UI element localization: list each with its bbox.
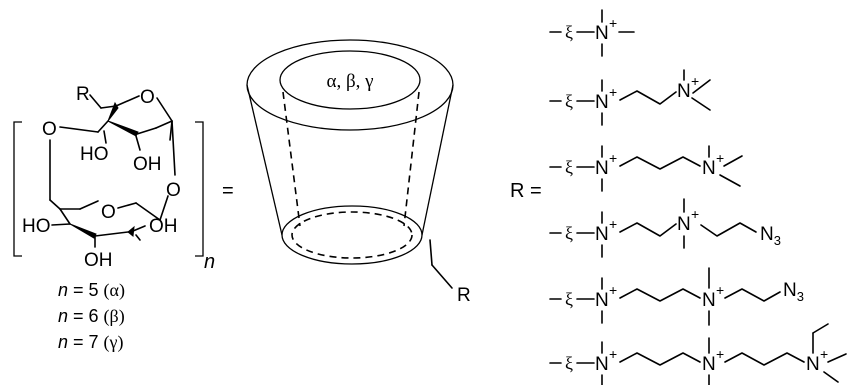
cup-bottom-front [281, 234, 423, 265]
oh-label-lower-1: OH [84, 250, 113, 271]
substituent-3: ξ N + N + [549, 145, 743, 192]
squiggle-2: ξ [565, 91, 573, 111]
n-value-list: n = 5 (α) n = 6 (β) n = 7 (γ) [58, 280, 125, 353]
cup-inner-rim [279, 50, 421, 110]
n-charge-4a: + [609, 216, 617, 232]
cup-r-label: R [457, 285, 471, 306]
r-label-monomer: R [76, 84, 90, 105]
oh-label-lower-2: OH [149, 216, 178, 237]
n-atom-6b: N [702, 354, 716, 375]
n-atom-4a: N [595, 224, 609, 245]
n-atom-3a: N [595, 158, 609, 179]
cup-inner-bottom [291, 211, 413, 259]
n-charge-6c: + [820, 346, 828, 362]
cup-r-bond-2 [431, 264, 453, 289]
right-bracket [195, 121, 204, 257]
n-charge-6b: + [716, 346, 724, 362]
substituent-5: ξ N + N + N3 [549, 267, 804, 326]
cup-r-bond-1 [429, 239, 433, 266]
squiggle-3: ξ [565, 157, 573, 177]
glycosidic-oxygen-left: O [42, 119, 57, 140]
squiggle-1: ξ [565, 22, 573, 42]
ring-oxygen-lower: O [101, 202, 116, 223]
r-equals-label: R = [510, 180, 542, 202]
n-charge-1: + [609, 15, 617, 31]
n-atom-4b: N [677, 214, 691, 235]
ho-label-upper: HO [80, 144, 109, 165]
n-atom-5b: N [702, 290, 716, 311]
n-charge-3b: + [716, 150, 724, 166]
n-value-beta: n = 6 (β) [58, 306, 125, 327]
cup-outer-side-left [246, 84, 283, 236]
n-atom-5a: N [595, 290, 609, 311]
n-charge-6a: + [609, 346, 617, 362]
substituent-6: ξ N + N + N + [549, 323, 847, 385]
substituent-list: ξ N + ξ N + N + ξ [549, 9, 847, 385]
n-charge-5a: + [609, 282, 617, 298]
n-charge-2b: + [691, 73, 699, 89]
monomer-structure: n R O O HO OH O O [13, 84, 215, 273]
n-value-gamma: n = 7 (γ) [58, 332, 124, 353]
azide-5: N3 [783, 280, 804, 304]
cup-cavity-label: α, β, γ [326, 71, 373, 92]
left-bracket [13, 121, 22, 257]
squiggle-4: ξ [565, 223, 573, 243]
n-charge-5b: + [716, 282, 724, 298]
cup-inner-side-left [282, 91, 301, 227]
equals-sign: = [222, 180, 234, 202]
squiggle-6: ξ [565, 353, 573, 373]
substituent-4: ξ N + N + N3 [549, 198, 781, 258]
cup-bottom-back [281, 205, 423, 236]
oh-label-upper: OH [133, 154, 162, 175]
n-atom-3b: N [702, 158, 716, 179]
squiggle-5: ξ [565, 289, 573, 309]
cup-outer-side-right [421, 84, 454, 236]
n-atom-6a: N [595, 354, 609, 375]
n-atom-6c: N [806, 354, 820, 375]
n-atom-2a: N [595, 92, 609, 113]
ring-oxygen-upper: O [140, 87, 155, 108]
substituent-2: ξ N + N + [549, 69, 711, 126]
n-atom-2b: N [677, 81, 691, 102]
n-charge-2a: + [609, 84, 617, 100]
n-charge-3a: + [609, 150, 617, 166]
ho-label-lower: HO [22, 216, 51, 237]
n-value-alpha: n = 5 (α) [58, 280, 125, 301]
azide-4: N3 [760, 224, 781, 248]
substituent-1: ξ N + [549, 9, 635, 57]
cup-inner-side-right [403, 91, 420, 227]
glycosidic-oxygen-right: O [166, 180, 181, 201]
n-charge-4b: + [691, 206, 699, 222]
n-atom-1: N [595, 23, 609, 44]
repeat-n-label: n [204, 251, 215, 273]
cyclodextrin-cup-diagram: α, β, γ R [246, 39, 471, 306]
